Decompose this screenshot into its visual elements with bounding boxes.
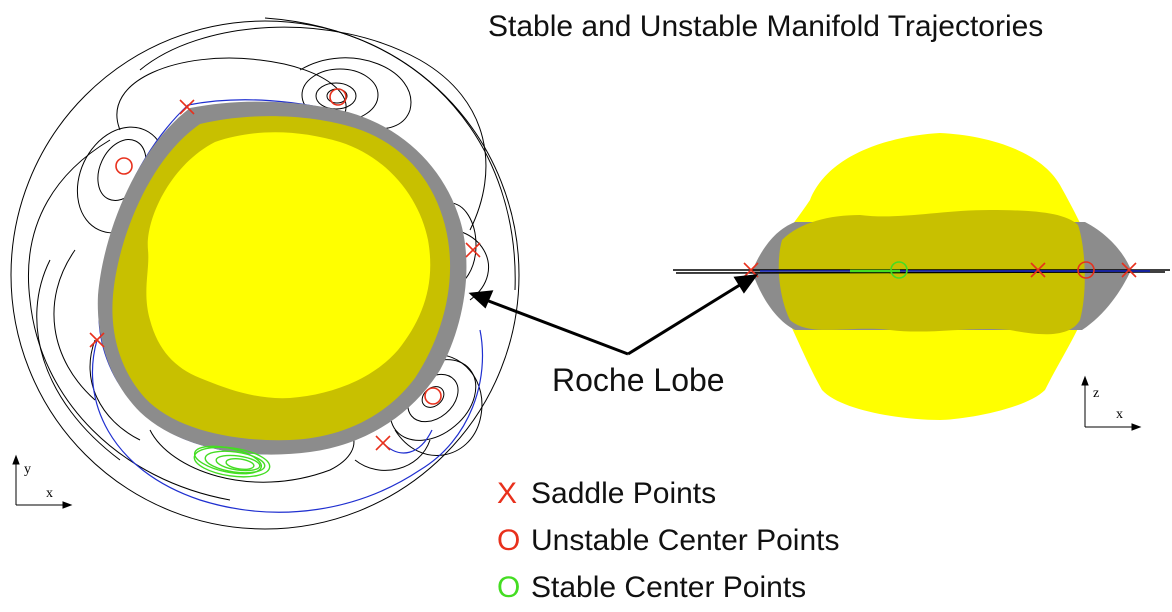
- circle-mark-icon: O: [497, 570, 521, 604]
- top-view: y x: [10, 17, 520, 530]
- saddle-point: [465, 242, 481, 258]
- axis-label-x: x: [46, 486, 53, 501]
- circle-mark-icon: O: [497, 523, 521, 557]
- legend-label: Unstable Center Points: [531, 523, 840, 557]
- figure-title: Stable and Unstable Manifold Trajectorie…: [488, 10, 1044, 43]
- unstable-center-point: [115, 157, 133, 175]
- unstable-center-point: [424, 387, 442, 405]
- callout-arrows: [468, 274, 759, 356]
- axis-label-z: z: [1093, 386, 1099, 401]
- legend-item-unstable-center: O Unstable Center Points: [497, 517, 840, 564]
- side-view: z x: [673, 133, 1170, 431]
- stable-center-spiral: [193, 445, 271, 478]
- axes-indicator-top: [12, 454, 73, 509]
- legend: X Saddle Points O Unstable Center Points…: [497, 470, 840, 611]
- legend-label: Stable Center Points: [531, 570, 807, 604]
- unstable-center-point: [1077, 261, 1095, 279]
- axis-label-x-side: x: [1116, 407, 1123, 422]
- saddle-points-top: [89, 99, 481, 451]
- axes-indicator-side: [1081, 375, 1142, 431]
- legend-label: Saddle Points: [531, 476, 717, 510]
- body-core-top: [146, 132, 431, 399]
- side-trajectories: [673, 269, 1170, 274]
- stable-center-point: [890, 261, 908, 279]
- legend-item-saddle: X Saddle Points: [497, 470, 840, 517]
- saddle-point: [89, 332, 105, 348]
- saddle-point: [1030, 262, 1046, 278]
- axis-label-y: y: [24, 462, 31, 477]
- roche-lobe-label: Roche Lobe: [552, 362, 725, 398]
- unstable-center-point: [329, 88, 347, 106]
- saddle-point: [375, 435, 391, 451]
- unstable-centers-top: [115, 88, 442, 405]
- legend-item-stable-center: O Stable Center Points: [497, 564, 840, 611]
- x-mark-icon: X: [497, 476, 518, 510]
- saddle-point: [1121, 262, 1137, 278]
- saddle-points-side: [743, 262, 1137, 278]
- saddle-point: [179, 99, 195, 115]
